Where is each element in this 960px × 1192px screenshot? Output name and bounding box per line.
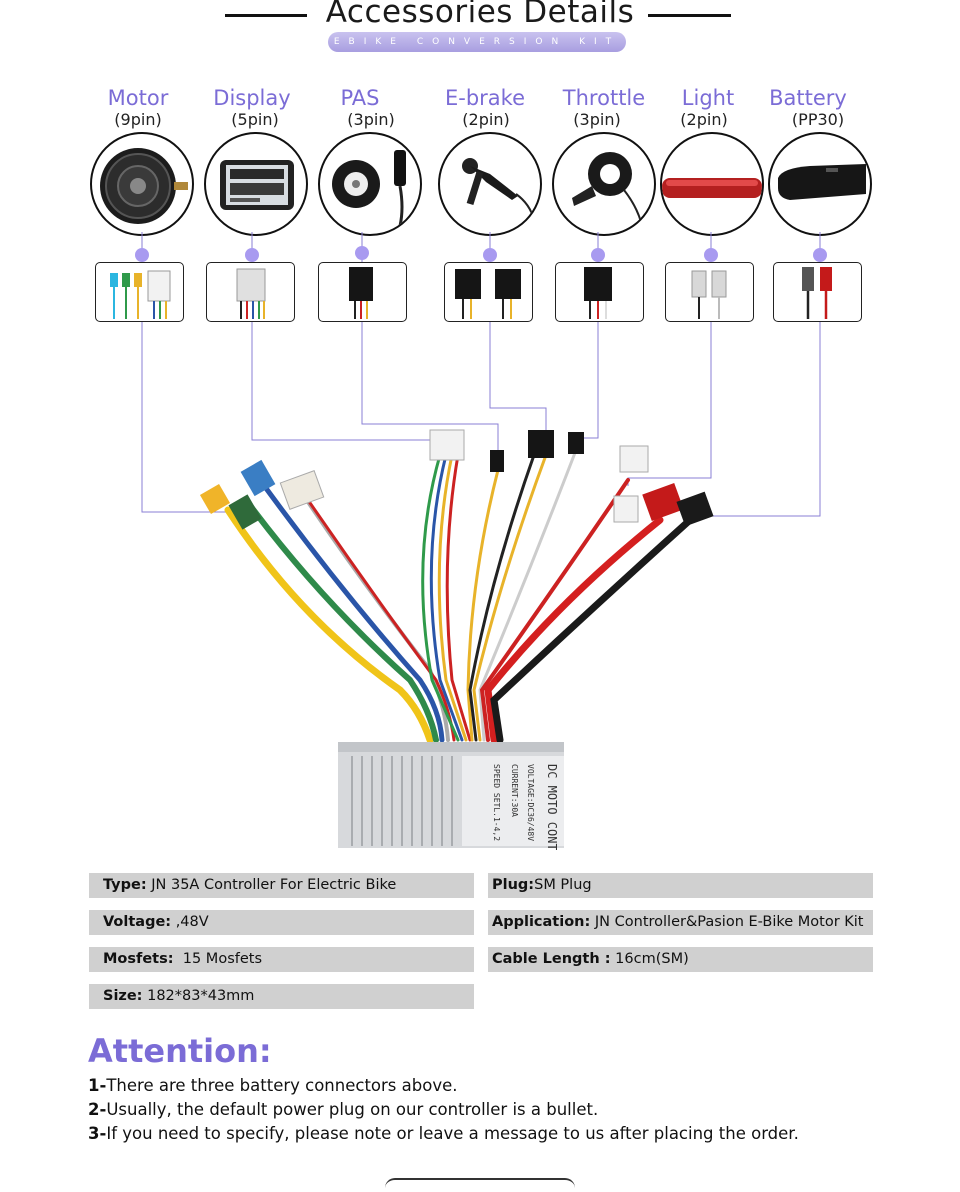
spec-application: Application: JN Controller&Pasion E-Bike… [488, 910, 873, 935]
attention-item-2: 2-Usually, the default power plug on our… [88, 1100, 599, 1119]
connector-dot-throttle [591, 248, 605, 262]
connector-box-ebrake [444, 262, 533, 322]
controller-harness-illustration: DC MOTO CONT VOLTAGE:DC36/48V CURRENT:30A S… [199, 429, 714, 850]
accessory-pins-light: (2pin) [680, 110, 728, 129]
spec-plug: Plug:SM Plug [488, 873, 873, 898]
accessory-name-motor: Motor [107, 86, 169, 110]
attention-title: Attention: [88, 1032, 272, 1070]
connector-box-display [206, 262, 295, 322]
connector-dot-ebrake [483, 248, 497, 262]
accessory-pins-ebrake: (2pin) [462, 110, 510, 129]
bottom-divider-arc [385, 1178, 575, 1192]
accessory-name-light: Light [681, 86, 735, 110]
connector-dot-battery [813, 248, 827, 262]
accessory-name-display: Display [213, 86, 291, 110]
spec-voltage: Voltage: ,48V [89, 910, 474, 935]
attention-item-1: 1-There are three battery connectors abo… [88, 1076, 458, 1095]
spec-type: Type: JN 35A Controller For Electric Bik… [89, 873, 474, 898]
connector-box-throttle [555, 262, 644, 322]
connector-box-pas [318, 262, 407, 322]
motor-image [90, 132, 194, 236]
controller-label-line: CURRENT:30A [510, 764, 519, 817]
connector-dot-light [704, 248, 718, 262]
controller-label-line: SPEED SETL.1-4,2 [492, 764, 501, 841]
display-image [204, 132, 308, 236]
page-title: Accessories Details [325, 0, 635, 30]
header-rule-left [225, 14, 307, 17]
accessory-pins-pas: (3pin) [347, 110, 395, 129]
connector-dot-motor [135, 248, 149, 262]
connector-box-motor [95, 262, 184, 322]
light-image [660, 132, 764, 236]
connector-dot-pas [355, 246, 369, 260]
accessory-pins-motor: (9pin) [114, 110, 162, 129]
pas-sensor-image [318, 132, 422, 236]
accessory-pins-throttle: (3pin) [573, 110, 621, 129]
throttle-image [552, 132, 656, 236]
accessory-name-throttle: Throttle [562, 86, 646, 110]
accessory-pins-display: (5pin) [231, 110, 279, 129]
header-rule-right [648, 14, 731, 17]
subtitle: EBIKE CONVERSION KIT [333, 37, 621, 47]
wiring-diagram-lines [141, 232, 821, 517]
controller-label-line: DC MOTO CONT [545, 764, 559, 850]
spec-cable-length: Cable Length : 16cm(SM) [488, 947, 873, 972]
connector-dot-display [245, 248, 259, 262]
accessory-pins-battery: (PP30) [791, 110, 845, 129]
battery-image [768, 132, 872, 236]
accessory-name-ebrake: E-brake [444, 86, 525, 110]
ebrake-image [438, 132, 542, 236]
attention-item-3: 3-If you need to specify, please note or… [88, 1124, 799, 1143]
controller-label-line: VOLTAGE:DC36/48V [526, 764, 535, 841]
connector-box-battery [773, 262, 862, 322]
spec-size: Size: 182*83*43mm [89, 984, 474, 1009]
spec-mosfets: Mosfets: 15 Mosfets [89, 947, 474, 972]
accessory-name-pas: PAS [340, 86, 380, 110]
subtitle-pill [328, 32, 626, 52]
accessory-name-battery: Battery [769, 86, 847, 110]
connector-box-light [665, 262, 754, 322]
